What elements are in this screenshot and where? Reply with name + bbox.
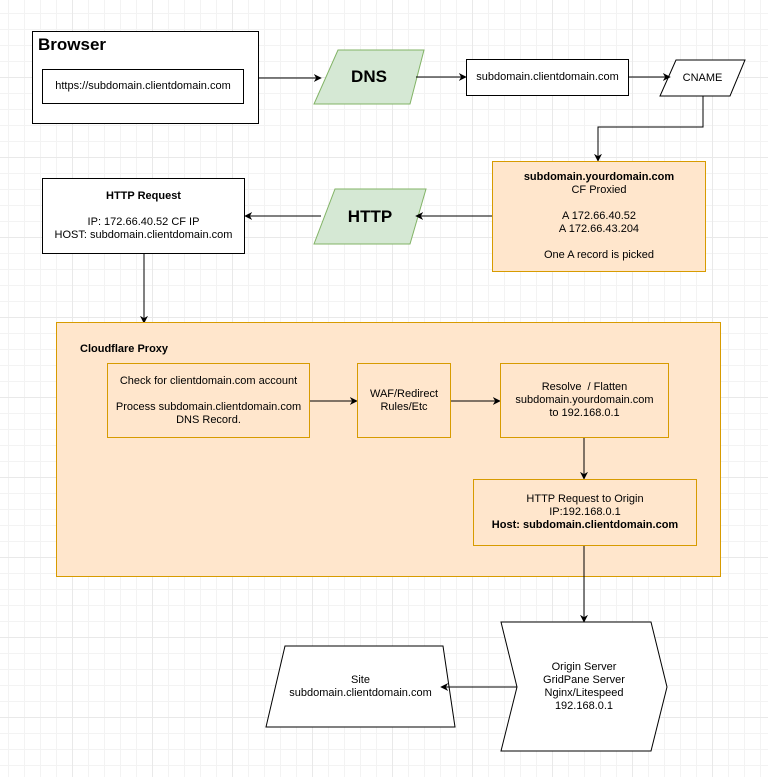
http-request-ip: IP: 172.66.40.52 CF IP [87,216,200,228]
origin-server-line3: Nginx/Litespeed [544,686,624,699]
origin-request-line2: IP:192.168.0.1 [549,506,621,518]
cloudflare-proxy-title: Cloudflare Proxy [80,343,169,355]
cname-shape [659,59,746,97]
dns-shape [313,49,425,105]
resolve-flatten-box: Resolve / Flatten subdomain.yourdomain.c… [500,363,669,438]
check-account-line1: Check for clientdomain.com account [119,374,298,387]
waf-rules-box: WAF/Redirect Rules/Etc [357,363,451,438]
waf-rules-line1: WAF/Redirect [369,387,439,400]
check-account-line2: Process subdomain.clientdomain.com [115,400,302,413]
origin-server-line2: GridPane Server [543,673,625,686]
http-request-host: HOST: subdomain.clientdomain.com [54,229,233,241]
arrow-cname-to-record [594,96,704,162]
cf-record-title: subdomain.yourdomain.com [523,171,675,183]
origin-server-line4: 192.168.0.1 [554,699,614,712]
site-shape [265,645,456,728]
cf-record-proxied: CF Proxied [571,184,627,196]
browser-url-bar: https://subdomain.clientdomain.com [42,69,244,104]
origin-request-line3: Host: subdomain.clientdomain.com [491,519,679,531]
http-label: HTTP [347,206,393,226]
check-account-box: Check for clientdomain.com account Proce… [107,363,310,438]
cf-record-box: subdomain.yourdomain.com CF Proxied A 17… [492,161,706,272]
cname-label: CNAME [682,71,723,84]
origin-request-line1: HTTP Request to Origin [526,493,644,505]
resolve-flatten-line3: to 192.168.0.1 [549,407,620,419]
site-text: Site subdomain.clientdomain.com [266,646,455,727]
origin-server-text: Origin Server GridPane Server Nginx/Lite… [517,622,651,751]
origin-request-box: HTTP Request to Origin IP:192.168.0.1 Ho… [473,479,697,546]
cf-record-a2: A 172.66.43.204 [558,223,640,235]
dns-result-box: subdomain.clientdomain.com [466,59,629,96]
http-shape [313,188,427,245]
browser-url-text: https://subdomain.clientdomain.com [55,80,231,92]
http-request-box: HTTP Request IP: 172.66.40.52 CF IP HOST… [42,178,245,254]
waf-rules-line2: Rules/Etc [380,400,428,413]
resolve-flatten-line1: Resolve / Flatten [541,381,628,393]
site-line2: subdomain.clientdomain.com [289,686,432,699]
site-line1: Site [351,673,370,686]
dns-label: DNS [351,67,387,86]
cf-record-note: One A record is picked [543,249,655,261]
http-request-title: HTTP Request [106,190,181,202]
origin-server-line1: Origin Server [551,660,617,673]
resolve-flatten-line2: subdomain.yourdomain.com [515,394,654,406]
check-account-line3: DNS Record. [176,413,241,426]
browser-title: Browser [38,35,107,54]
cf-record-a1: A 172.66.40.52 [561,210,636,222]
dns-result-text: subdomain.clientdomain.com [476,71,619,83]
